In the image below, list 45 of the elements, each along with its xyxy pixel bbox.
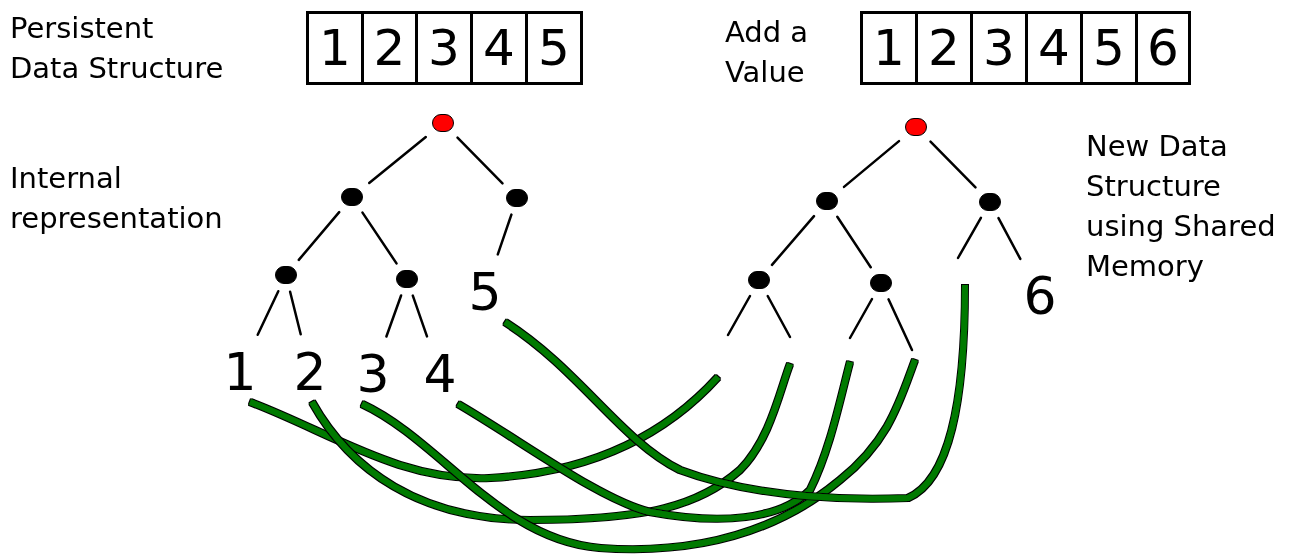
leaf-value: 1 [220,342,260,402]
shared-memory-link [503,284,968,502]
tree-branch-line [887,298,914,352]
tree-branch-line [288,290,302,336]
leaf-value: 6 [1020,266,1060,326]
caption-text: Persistent Data Structure [10,10,225,87]
array-cell: 4 [1025,11,1083,85]
array-cell: 4 [470,11,528,85]
array-cell: 3 [970,11,1028,85]
array-cell: 3 [415,11,473,85]
shared-memory-link [309,363,793,523]
shared-memory-link [360,358,918,553]
leaf-value: 5 [465,262,505,322]
tree-branch-line [929,140,977,189]
shared-memory-link [248,374,721,481]
tree-branch-line [726,294,752,337]
tree-branch-line [997,216,1022,261]
tree-branch-line [848,297,874,340]
array-cell: 1 [306,11,364,85]
tree-branch-line [361,211,398,265]
caption-text: New Data Structure using Shared Memory [1086,128,1277,285]
leaf-value: 2 [290,342,330,402]
caption-text: Add a Value [725,14,810,91]
tree-branch-line [297,210,341,262]
leaf-value: 3 [353,344,393,404]
tree-branch-line [367,135,428,185]
tree-branch-line [385,294,403,338]
tree-branch-line [842,139,901,189]
array-cell: 5 [525,11,583,85]
array-cell: 2 [361,11,418,85]
tree-branch-line [411,294,429,338]
array-cell: 6 [1135,11,1191,85]
tree-branch-line [770,214,816,267]
leaf-value: 4 [420,344,460,404]
tree-branch-line [456,136,504,185]
array-cell: 2 [915,11,973,85]
tree-branch-line [836,215,872,269]
tree-branch-line [256,289,280,337]
tree-branch-line [956,216,983,260]
shared-memory-link [456,361,853,522]
tree-branch-line [766,294,792,339]
array-cell: 1 [860,11,918,85]
array-cell: 5 [1080,11,1138,85]
caption-text: Internal representation [10,160,224,237]
tree-branch-line [496,213,513,256]
